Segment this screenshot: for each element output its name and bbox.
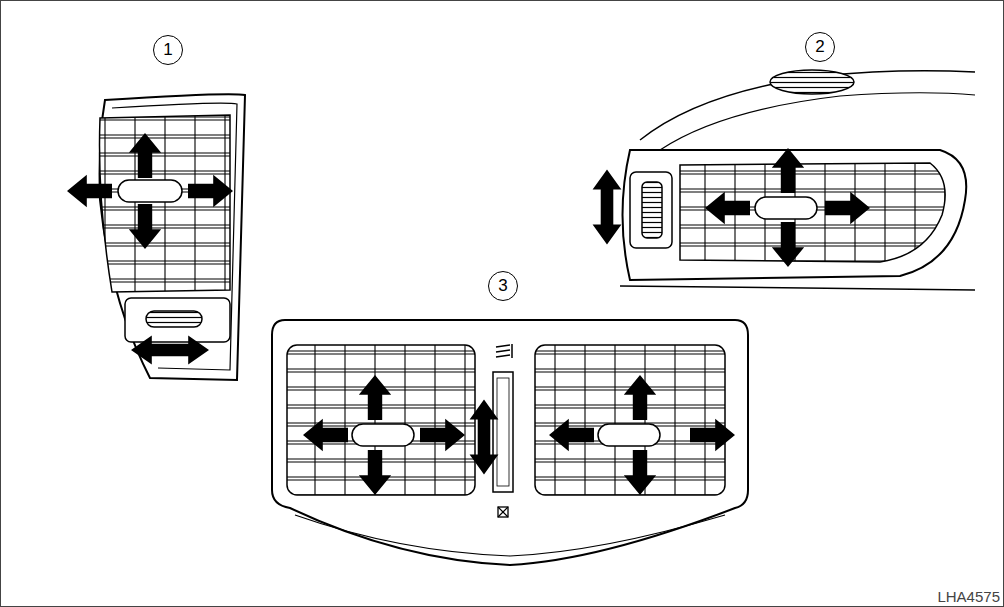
direction-arrow — [624, 450, 656, 495]
direction-arrow — [705, 192, 750, 224]
direction-arrow — [420, 419, 465, 451]
vent-bezel — [100, 94, 245, 380]
dash-line — [660, 93, 975, 150]
direction-arrow — [188, 175, 233, 207]
direction-arrow — [825, 192, 870, 224]
vent-bezel — [272, 320, 748, 565]
direction-arrow — [359, 375, 391, 420]
wheel-housing — [125, 298, 230, 342]
direction-arrow — [772, 148, 804, 193]
open-symbol — [496, 344, 512, 358]
thumbwheel — [146, 311, 202, 327]
double-arrow — [131, 336, 209, 365]
dash-line — [620, 286, 975, 290]
close-symbol — [498, 507, 508, 517]
grille — [535, 345, 725, 495]
vent-knob — [352, 424, 414, 446]
dash-vent — [593, 70, 975, 290]
callout-number: 3 — [498, 276, 507, 296]
defrost-grille — [770, 70, 854, 94]
wheel-housing — [630, 172, 672, 248]
grille — [287, 345, 475, 495]
grille — [100, 115, 231, 292]
grille — [680, 163, 945, 262]
rear-vent — [272, 320, 748, 565]
vent-knob — [118, 180, 182, 202]
direction-arrow — [772, 222, 804, 267]
callout-number: 2 — [815, 37, 824, 57]
callout-circle: 1 — [153, 35, 183, 65]
side-vent — [67, 94, 245, 380]
callout-number: 1 — [163, 40, 172, 60]
direction-arrow — [624, 375, 656, 420]
bezel-edge — [295, 515, 725, 556]
direction-arrow — [67, 175, 112, 207]
direction-arrow — [549, 419, 594, 451]
dash-line — [640, 71, 975, 140]
double-arrow — [593, 170, 622, 245]
callout-circle: 3 — [488, 271, 518, 301]
callout-circle: 2 — [805, 32, 835, 62]
direction-arrow — [129, 204, 161, 249]
thumbwheel — [642, 182, 662, 238]
direction-arrow — [129, 133, 161, 178]
figure-code: LHA4575 — [937, 588, 1000, 605]
thumbwheel — [493, 372, 513, 492]
vent-knob — [598, 424, 660, 446]
direction-arrow — [690, 419, 735, 451]
vent-knob — [755, 197, 817, 219]
direction-arrow — [359, 450, 391, 495]
double-arrow — [470, 400, 499, 475]
thumbwheel-inner — [497, 378, 509, 486]
direction-arrow — [303, 419, 348, 451]
